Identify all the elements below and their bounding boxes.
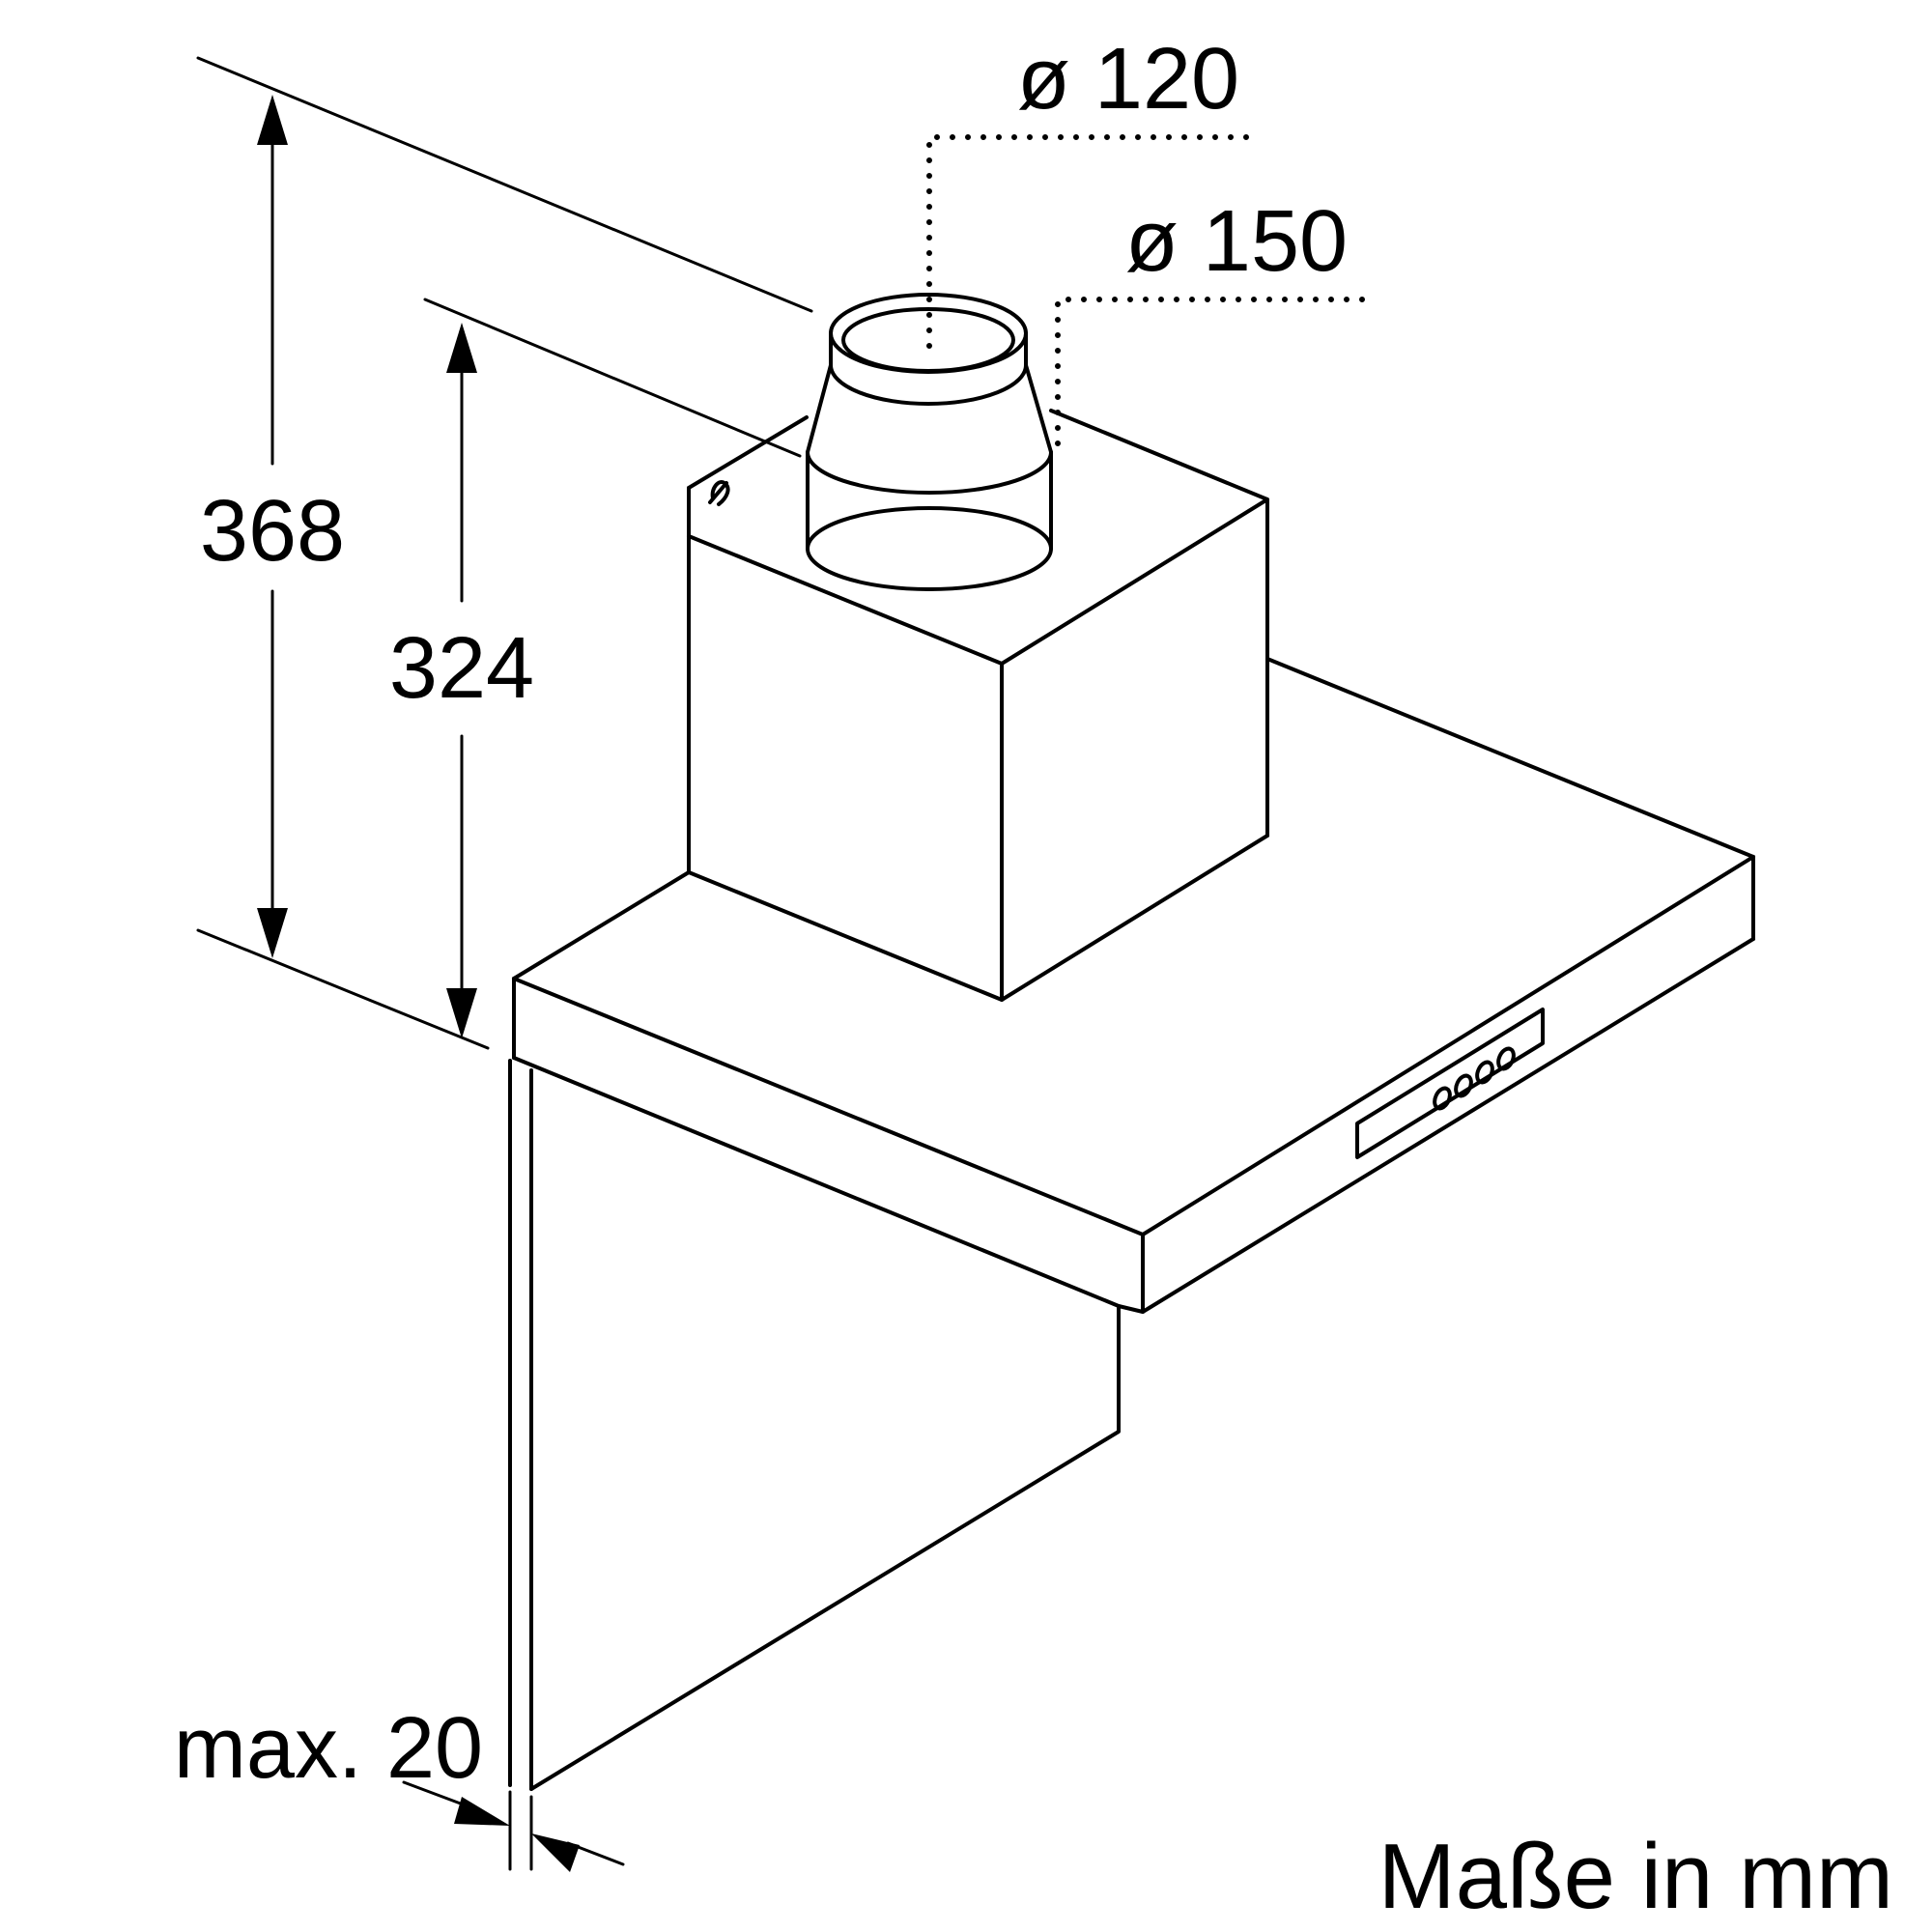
connector-lower-rim [806, 450, 1053, 495]
dimension-324: 324 [389, 298, 802, 1038]
label-max-20: max. 20 [174, 1700, 483, 1797]
range-hood [508, 293, 1755, 1791]
extension-line-chimney-top [423, 298, 802, 458]
label-368: 368 [200, 483, 345, 580]
canopy [512, 657, 1755, 1314]
control-button-3 [1475, 1060, 1494, 1085]
connector-inner-rim [841, 307, 1015, 373]
duct-connector [806, 293, 1053, 591]
connector-collar-lower [829, 363, 1028, 406]
extension-line-bottom [196, 928, 490, 1050]
dimension-max-20: max. 20 [174, 1700, 625, 1872]
duct-diameter-callouts: ø 120 ø 150 [926, 31, 1365, 457]
label-324: 324 [389, 620, 534, 717]
control-button-4 [1496, 1046, 1516, 1071]
canopy-bottom-edges [512, 937, 1755, 1314]
chimney-right-edge [1049, 409, 1269, 838]
label-diameter-120: ø 120 [1017, 31, 1239, 128]
label-diameter-150: ø 150 [1125, 193, 1348, 290]
control-panel-frame [1355, 1008, 1545, 1159]
chimney-bottom-edges [687, 834, 1269, 1002]
canopy-top-left-back [512, 870, 691, 980]
control-button-2 [1454, 1073, 1473, 1098]
connector-taper-left [806, 363, 833, 454]
control-panel [1355, 1008, 1545, 1159]
canopy-top-right-back [1265, 657, 1755, 859]
connector-bottom-ring [806, 506, 1053, 591]
canopy-top-front-edges [512, 855, 1755, 1236]
screw-slot-icon [708, 480, 730, 506]
arrow-up-324 [446, 323, 477, 373]
wall-panel [508, 1059, 1121, 1791]
connector-taper-right [1024, 363, 1053, 454]
unit-note: Maße in mm [1378, 1825, 1893, 1928]
arrow-up-368 [257, 95, 288, 145]
chimney [687, 409, 1269, 1002]
arrow-down-368 [257, 908, 288, 958]
leader-dotted-120 [926, 134, 1249, 360]
wall-panel-outline [529, 1304, 1121, 1791]
control-button-1 [1433, 1086, 1452, 1111]
chimney-left-edge [687, 415, 809, 874]
arrow-left-gap [531, 1833, 580, 1872]
dimension-368: 368 [196, 56, 813, 1050]
arrow-down-324 [446, 988, 477, 1038]
extension-line-top [196, 56, 813, 313]
arrow-right-gap [454, 1797, 510, 1826]
